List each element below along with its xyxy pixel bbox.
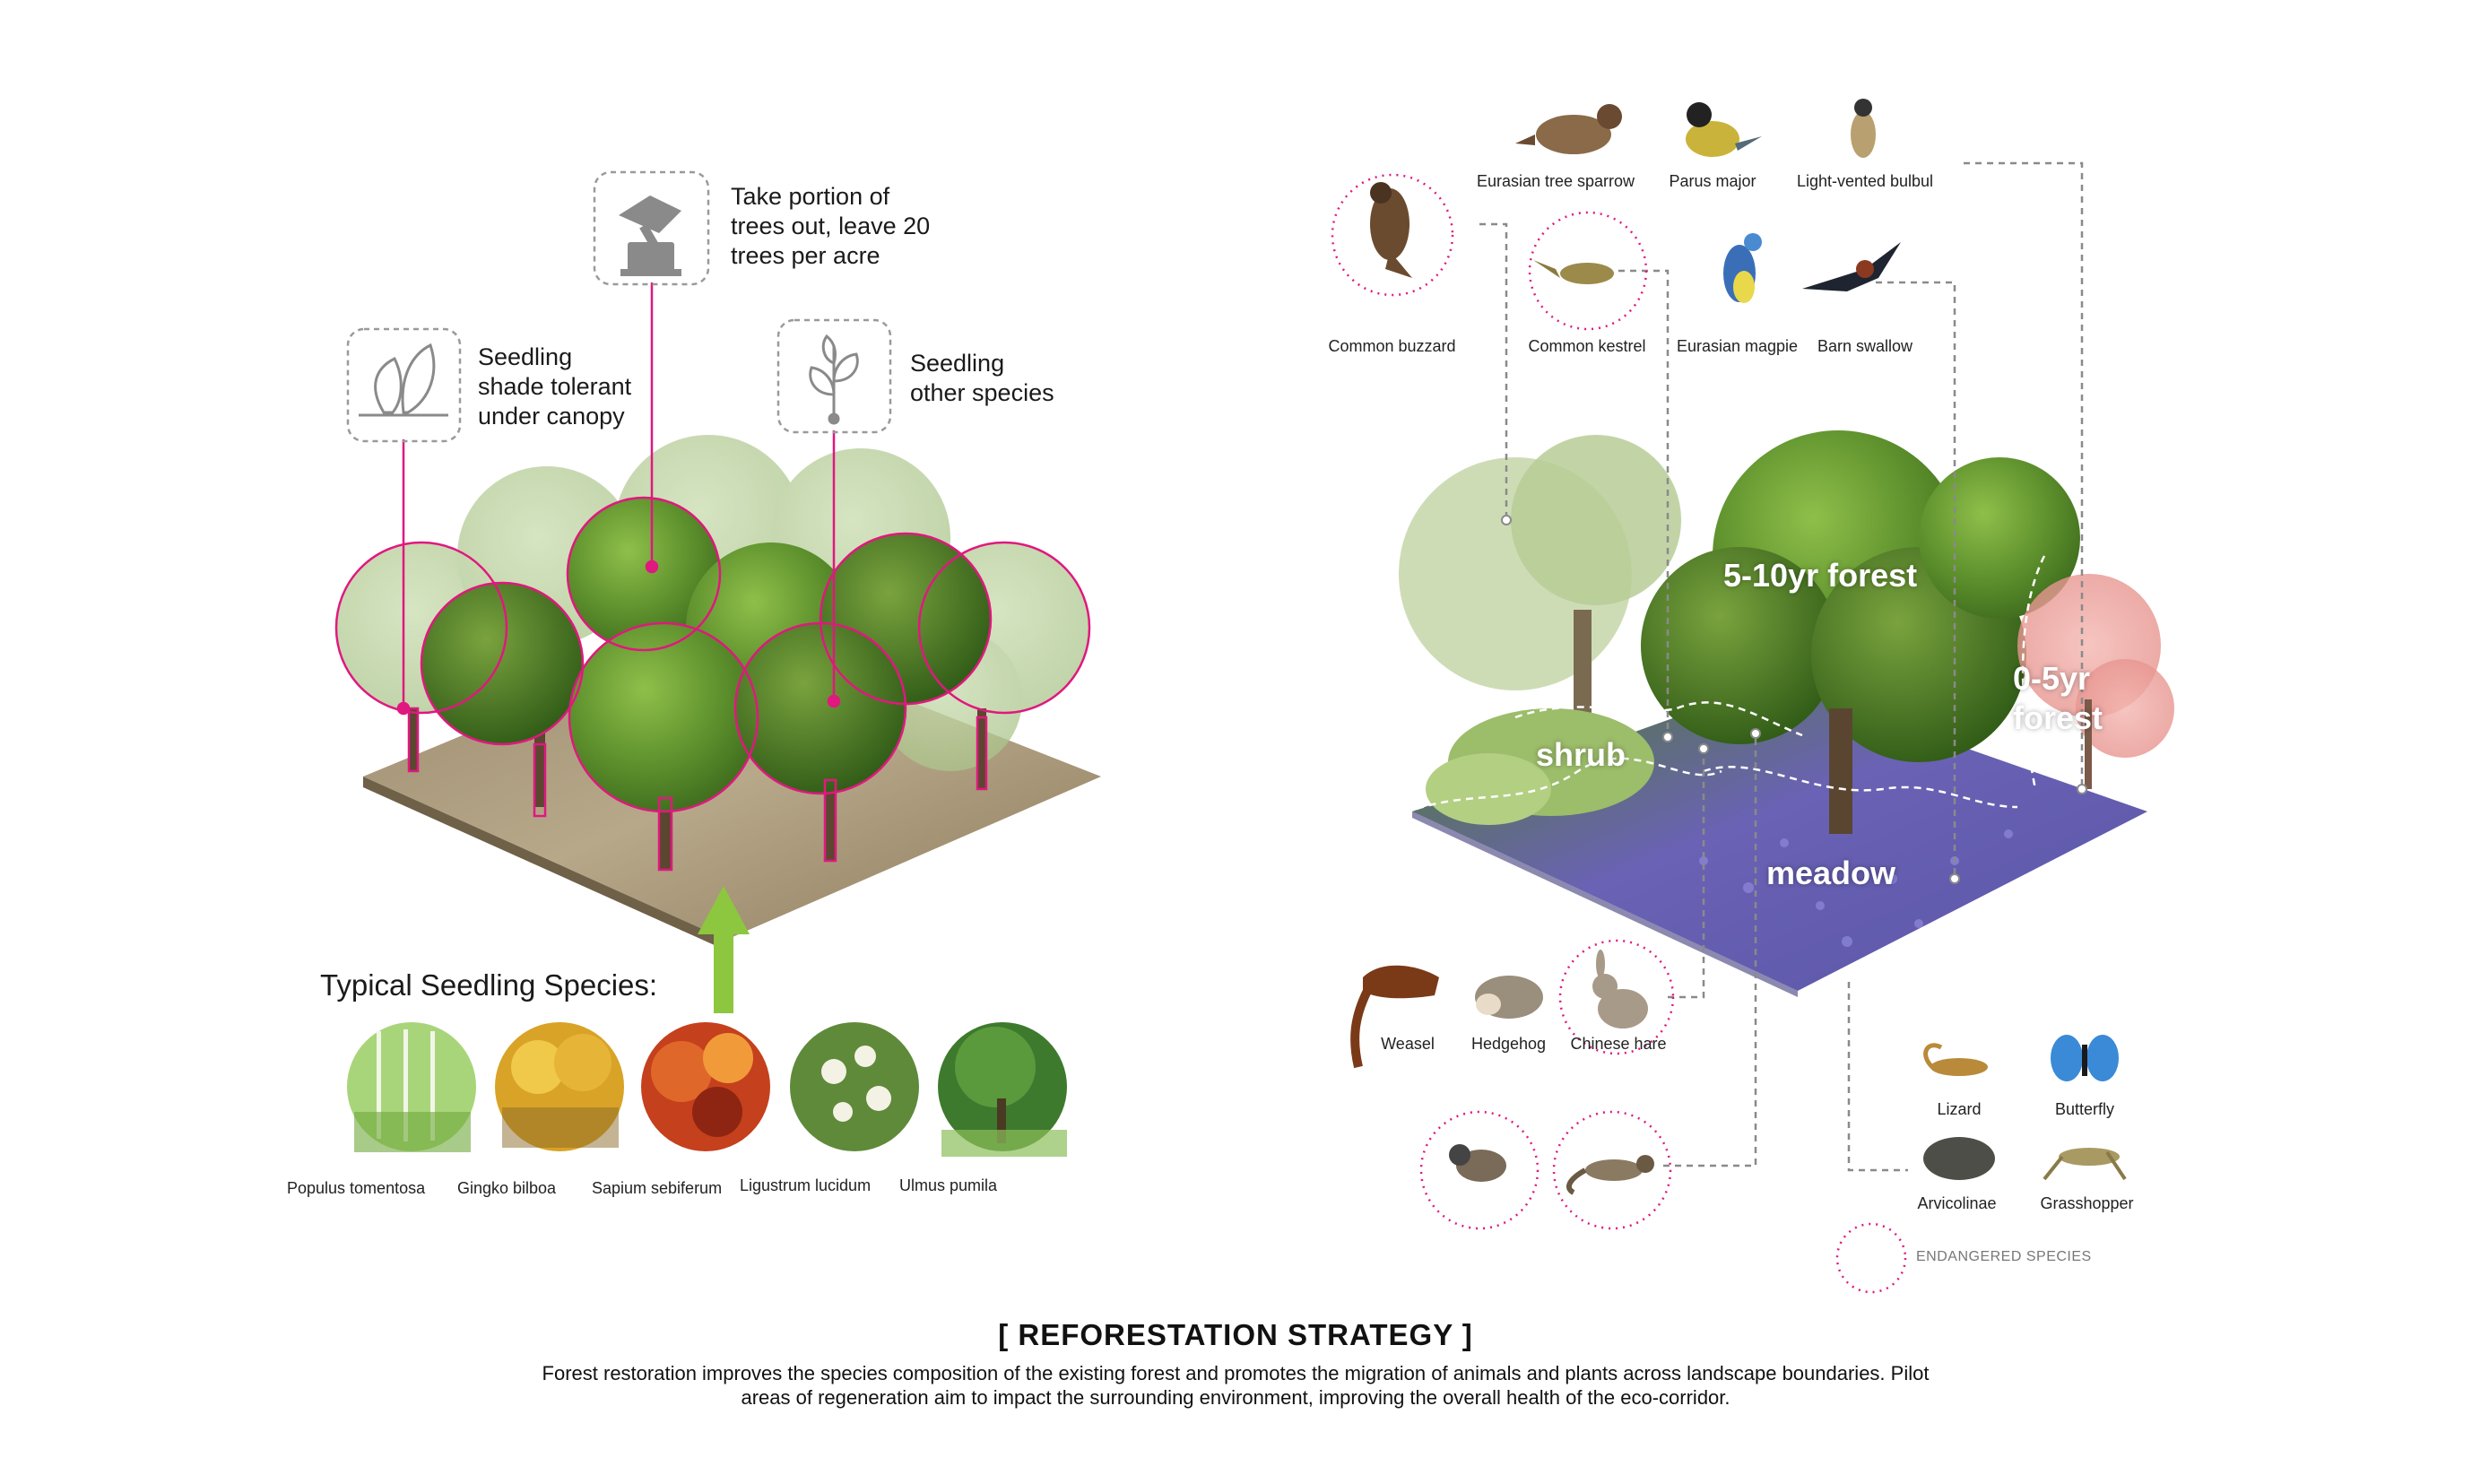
growth-arrow bbox=[698, 886, 750, 1013]
seedling-label-ulmus: Ulmus pumila bbox=[898, 1176, 998, 1194]
note-pointers bbox=[396, 282, 841, 716]
kestrel-figure bbox=[1533, 260, 1614, 284]
animal-label-arvicolinae: Arvicolinae bbox=[1917, 1194, 1997, 1212]
bird-label-bulbul: Light-vented bulbul bbox=[1796, 172, 1934, 190]
small-animal-figures bbox=[1923, 1035, 2127, 1181]
sparrow-figure bbox=[1515, 104, 1622, 154]
sprout-icon-box bbox=[776, 318, 892, 434]
zone-label-shrub: shrub bbox=[1536, 736, 1626, 773]
axe-stump-icon-box bbox=[593, 170, 710, 286]
hedgehog-figure bbox=[1475, 976, 1543, 1019]
civet-figure bbox=[1566, 1155, 1654, 1195]
canopy-outlines bbox=[334, 496, 1091, 813]
seedling-label-populus: Populus tomentosa bbox=[287, 1179, 426, 1197]
weasel-figure bbox=[1350, 965, 1439, 1069]
seedling-label-ligustrum: Ligustrum lucidum bbox=[740, 1176, 872, 1194]
seedling-label-sapium: Sapium sebiferum bbox=[592, 1179, 723, 1197]
footer-title: [ REFORESTATION STRATEGY ] bbox=[998, 1318, 1473, 1351]
legend-ring bbox=[1835, 1222, 1907, 1294]
seedling-label-gingko: Gingko bilboa bbox=[456, 1179, 557, 1197]
magpie-figure bbox=[1723, 233, 1762, 303]
animal-label-butterfly: Butterfly bbox=[2054, 1100, 2115, 1118]
populus-photo bbox=[347, 1022, 476, 1152]
sapium-photo bbox=[641, 1022, 770, 1151]
bird-label-parus: Parus major bbox=[1669, 172, 1756, 190]
leaves-icon bbox=[359, 343, 448, 417]
ulmus-photo bbox=[938, 1022, 1067, 1157]
note-take-portion-trees: Take portion of trees out, leave 20 tree… bbox=[731, 183, 931, 269]
ligustrum-photo bbox=[790, 1022, 919, 1151]
buzzard-figure bbox=[1370, 182, 1412, 278]
zone-label-meadow: meadow bbox=[1766, 855, 1896, 891]
bird-label-sparrow: Eurasian tree sparrow bbox=[1476, 172, 1635, 190]
axe-stump-icon bbox=[619, 195, 681, 276]
hare-figure bbox=[1592, 950, 1648, 1028]
legend-endangered-species: ENDANGERED SPECIES bbox=[1916, 1249, 2092, 1264]
grasshopper-figure bbox=[2043, 1148, 2127, 1181]
zone-label-0-5yr-forest: 0-5yr forest bbox=[2013, 660, 2103, 736]
animal-label-lizard: Lizard bbox=[1937, 1100, 1982, 1118]
endangered-rings bbox=[1331, 173, 1675, 1230]
note-seedling-shade-tolerant: Seedling shade tolerant under canopy bbox=[478, 343, 632, 430]
right-ecosystem-block bbox=[1331, 99, 2174, 1294]
bird-label-kestrel: Common kestrel bbox=[1528, 337, 1646, 355]
vole-figure bbox=[1923, 1137, 1995, 1180]
bulbul-figure bbox=[1851, 99, 1876, 158]
sprout-icon bbox=[809, 334, 859, 425]
bird-label-buzzard: Common buzzard bbox=[1328, 337, 1456, 355]
mammal-label-chinese-hare: Chinese hare bbox=[1570, 1035, 1667, 1053]
mammal-figures bbox=[1350, 950, 1654, 1195]
seedling-species-heading: Typical Seedling Species: bbox=[320, 968, 658, 1002]
footer-description: Forest restoration improves the species … bbox=[542, 1362, 1930, 1409]
animal-label-grasshopper: Grasshopper bbox=[2040, 1194, 2134, 1212]
seedling-photos bbox=[347, 1022, 1067, 1157]
zone-label-5-10yr-forest: 5-10yr forest bbox=[1723, 557, 1918, 594]
swallow-figure bbox=[1802, 242, 1901, 291]
left-forest-block bbox=[334, 282, 1101, 1013]
gingko-photo bbox=[495, 1022, 624, 1151]
leaves-icon-box bbox=[346, 327, 462, 443]
parus-figure bbox=[1686, 102, 1762, 157]
mammal-label-weasel: Weasel bbox=[1381, 1035, 1435, 1053]
lizard-figure bbox=[1923, 1043, 1988, 1076]
bird-label-magpie: Eurasian magpie bbox=[1676, 337, 1799, 355]
note-seedling-other-species: Seedling other species bbox=[910, 350, 1054, 406]
mammal-label-hedgehog: Hedgehog bbox=[1470, 1035, 1547, 1053]
lemur-figure bbox=[1449, 1144, 1506, 1182]
butterfly-figure bbox=[2051, 1035, 2119, 1081]
bird-figures bbox=[1370, 99, 1901, 303]
bird-label-swallow: Barn swallow bbox=[1817, 337, 1913, 355]
